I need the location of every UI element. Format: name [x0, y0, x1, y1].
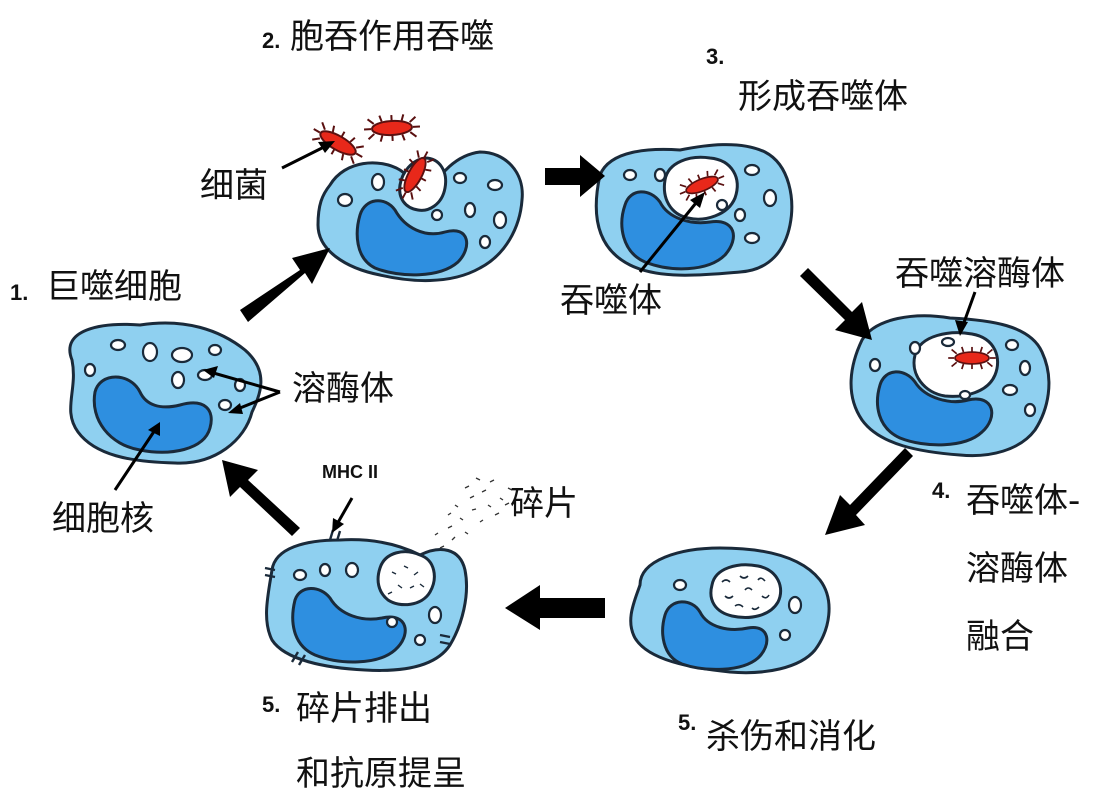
debris-label: 碎片 — [510, 484, 578, 524]
step5a-label: 杀伤和消化 — [706, 717, 876, 757]
step4-line3: 融合 — [966, 617, 1034, 657]
step4-line1: 吞噬体- — [966, 481, 1080, 521]
nucleus-label: 细胞核 — [52, 499, 154, 539]
cell-phagosome — [596, 145, 791, 276]
step3-number: 3. — [706, 44, 724, 69]
step5a-number: 5. — [678, 710, 696, 735]
arrow-3-to-4 — [800, 268, 872, 340]
step2-label: 胞吞作用吞噬 — [290, 17, 494, 57]
mhc-label: MHC II — [322, 462, 378, 482]
arrow-4-to-5a — [825, 448, 913, 535]
step4-line2: 溶酶体 — [966, 549, 1068, 589]
step3-label: 形成吞噬体 — [738, 77, 908, 117]
step5b-line1: 碎片排出 — [296, 689, 432, 729]
bacteria-label: 细菌 — [200, 166, 268, 206]
phagolysosome-label: 吞噬溶酶体 — [895, 254, 1065, 294]
cell-macrophage — [70, 323, 261, 463]
cell-phagolysosome — [851, 316, 1049, 456]
step2-number: 2. — [262, 28, 280, 53]
debris-particles — [435, 478, 512, 548]
step4-number: 4. — [932, 478, 950, 503]
step1-label: 巨噬细胞 — [46, 267, 182, 307]
step1-number: 1. — [10, 280, 28, 305]
step5b-line2: 和抗原提呈 — [296, 754, 466, 794]
step5b-number: 5. — [262, 692, 280, 717]
arrow-5b-to-1 — [222, 460, 300, 536]
arrow-5a-to-5b — [505, 585, 605, 630]
arrow-1-to-2 — [240, 248, 330, 322]
cell-digesting — [631, 548, 829, 673]
phagosome-label: 吞噬体 — [560, 281, 662, 321]
cell-presenting — [265, 530, 467, 670]
lysosome-label: 溶酶体 — [292, 369, 394, 409]
